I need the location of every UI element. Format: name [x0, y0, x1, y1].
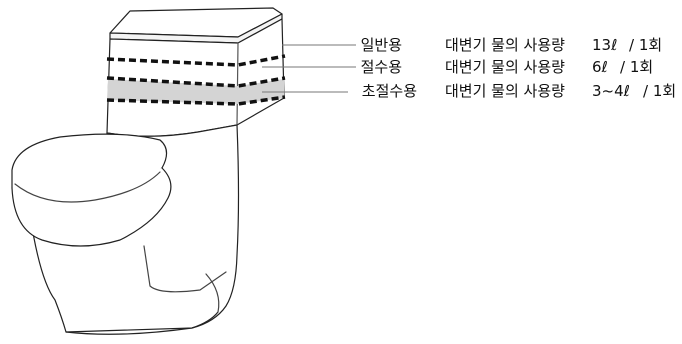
- row-amount: 13ℓ: [592, 36, 617, 54]
- label-row-standard: 일반용 대변기 물의 사용량 13ℓ / 1회: [361, 36, 663, 54]
- seat-front: [11, 167, 172, 247]
- toilet-illustration: [11, 7, 285, 335]
- leader-lines: [262, 44, 356, 93]
- row-description: 대변기 물의 사용량: [445, 82, 565, 100]
- row-per-flush: / 1회: [629, 36, 662, 54]
- row-type: 일반용: [361, 36, 402, 54]
- row-amount: 3~4ℓ: [592, 82, 630, 100]
- seat-rim-line: [14, 171, 161, 203]
- row-amount: 6ℓ: [592, 58, 608, 76]
- label-row-ultra-saving: 초절수용 대변기 물의 사용량 3~4ℓ / 1회: [362, 82, 676, 100]
- trapway-curve: [205, 273, 220, 313]
- row-type: 절수용: [361, 58, 402, 76]
- label-row-water-saving: 절수용 대변기 물의 사용량 6ℓ / 1회: [361, 58, 654, 76]
- ultra-low-flush-band: [107, 79, 284, 104]
- row-description: 대변기 물의 사용량: [445, 36, 565, 54]
- tank-corner-edge: [236, 42, 239, 126]
- row-per-flush: / 1회: [620, 58, 653, 76]
- base-foot: [143, 245, 227, 293]
- row-description: 대변기 물의 사용량: [445, 58, 565, 76]
- row-per-flush: / 1회: [643, 82, 676, 100]
- base-front: [65, 311, 219, 335]
- row-type: 초절수용: [362, 82, 417, 100]
